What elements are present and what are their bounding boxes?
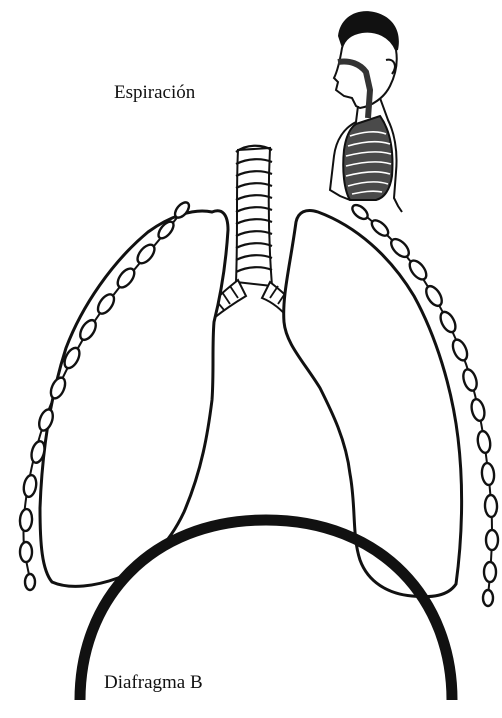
inset-torso-figure — [330, 11, 402, 212]
inset-thorax — [343, 116, 392, 200]
trachea — [236, 146, 272, 286]
right-lung — [284, 210, 462, 596]
diaphragm-label: Diafragma B — [104, 672, 203, 694]
trachea-tube — [236, 148, 272, 286]
phase-label: Espiración — [114, 82, 195, 104]
